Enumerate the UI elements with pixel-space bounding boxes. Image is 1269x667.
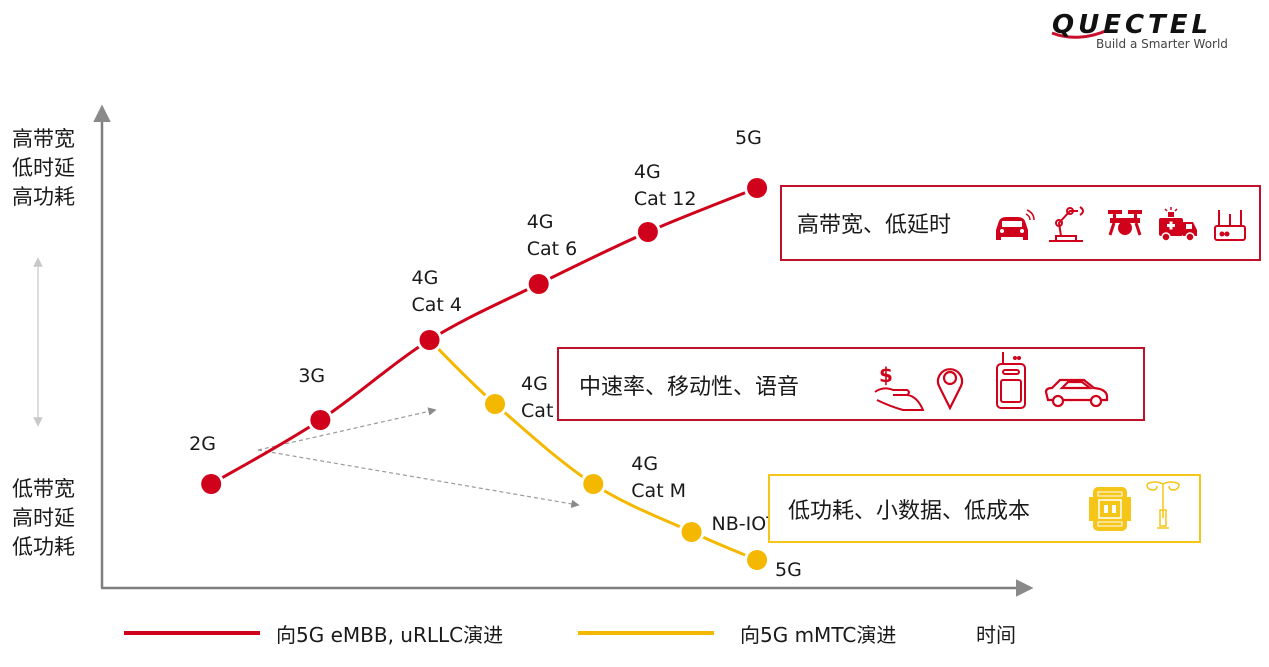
y-bottom-line-3: 低功耗 (12, 535, 75, 559)
y-axis-bottom-label: 低带宽 高时延 低功耗 (12, 477, 75, 559)
drone-icon (1108, 210, 1142, 236)
data-label-line: Cat M (631, 480, 686, 502)
data-label-line: 3G (298, 365, 325, 387)
logo-swoosh (1051, 28, 1109, 39)
y-top-line-3: 高功耗 (12, 185, 75, 209)
data-point (528, 274, 549, 294)
data-point (747, 550, 768, 570)
robot-arm-icon (1049, 206, 1084, 242)
callout-box (557, 347, 1145, 421)
street-lamp-icon (1146, 481, 1180, 529)
data-label: 4G Cat 4 (412, 267, 463, 316)
data-label-line: 2G (189, 433, 216, 455)
x-axis-label: 时间 (976, 623, 1016, 647)
logo-brand: QUECTEL (1052, 10, 1212, 40)
data-point (310, 410, 331, 430)
logo-tagline: Build a Smarter World (1096, 37, 1228, 51)
dashed-arrow-to-cat1 (257, 407, 437, 451)
data-point (681, 522, 702, 542)
router-icon (1214, 210, 1246, 241)
payment-hand-icon: $ (874, 363, 925, 411)
data-label-line: 5G (775, 559, 802, 581)
data-point (583, 474, 604, 494)
car-icon (1044, 378, 1109, 408)
dashed-arrows (257, 407, 580, 509)
legend-item-embb: 向5G eMBB, uRLLC演进 (124, 623, 503, 647)
callout-high-bandwidth: 高带宽、低延时 (780, 185, 1261, 261)
data-point (485, 394, 506, 414)
callout-text: 高带宽、低延时 (797, 213, 951, 238)
data-point (201, 474, 222, 494)
svg-text:$: $ (879, 363, 893, 387)
y-axis-top-label: 高带宽 低时延 高功耗 (12, 127, 75, 209)
data-point (419, 330, 440, 350)
quectel-logo: QUECTEL Build a Smarter World (1051, 10, 1228, 51)
data-label-line: Cat 6 (527, 238, 578, 260)
data-label: 4G Cat 12 (634, 161, 697, 210)
data-label: NB-IOT (712, 513, 779, 535)
data-label: 5G (775, 559, 802, 581)
series-line-embb (210, 186, 758, 486)
data-label-line: 4G (412, 267, 439, 289)
data-label-line: 4G (521, 373, 548, 395)
data-label-line: NB-IOT (712, 513, 779, 535)
data-label: 3G (298, 365, 325, 387)
location-pin-icon (936, 368, 964, 411)
y-bottom-line-2: 高时延 (12, 506, 75, 530)
legend-label: 向5G eMBB, uRLLC演进 (276, 623, 503, 647)
callout-medium-rate: 中速率、移动性、语音 $ (557, 347, 1145, 421)
data-label: 2G (189, 433, 216, 455)
ambulance-icon (1159, 207, 1197, 242)
data-label-line: 5G (735, 127, 762, 149)
walkie-talkie-icon (996, 352, 1026, 409)
data-label: 4G Cat M (631, 453, 686, 502)
legend-label: 向5G mMTC演进 (740, 623, 896, 647)
legend-item-mmtc: 向5G mMTC演进 (578, 623, 896, 647)
callout-text: 低功耗、小数据、低成本 (788, 499, 1030, 524)
data-point (747, 178, 768, 198)
smart-meter-icon (1089, 487, 1131, 531)
data-label: 5G (735, 127, 762, 149)
legend: 向5G eMBB, uRLLC演进 向5G mMTC演进 时间 (124, 623, 1016, 647)
data-label: 4G Cat 6 (527, 211, 578, 260)
axes (33, 104, 1034, 597)
data-label-line: 4G (631, 453, 658, 475)
data-label-line: Cat 4 (412, 294, 463, 316)
y-top-line-1: 高带宽 (12, 127, 75, 151)
data-point (637, 222, 658, 242)
data-label-line: 4G (527, 211, 554, 233)
callout-text: 中速率、移动性、语音 (579, 375, 799, 400)
y-top-line-2: 低时延 (12, 156, 75, 180)
connected-car-icon (996, 209, 1035, 240)
dashed-arrow-to-catm (257, 449, 580, 509)
y-bottom-line-1: 低带宽 (12, 477, 75, 501)
data-label-line: Cat 12 (634, 188, 697, 210)
data-label-line: 4G (634, 161, 661, 183)
callout-low-power: 低功耗、小数据、低成本 (768, 474, 1201, 543)
